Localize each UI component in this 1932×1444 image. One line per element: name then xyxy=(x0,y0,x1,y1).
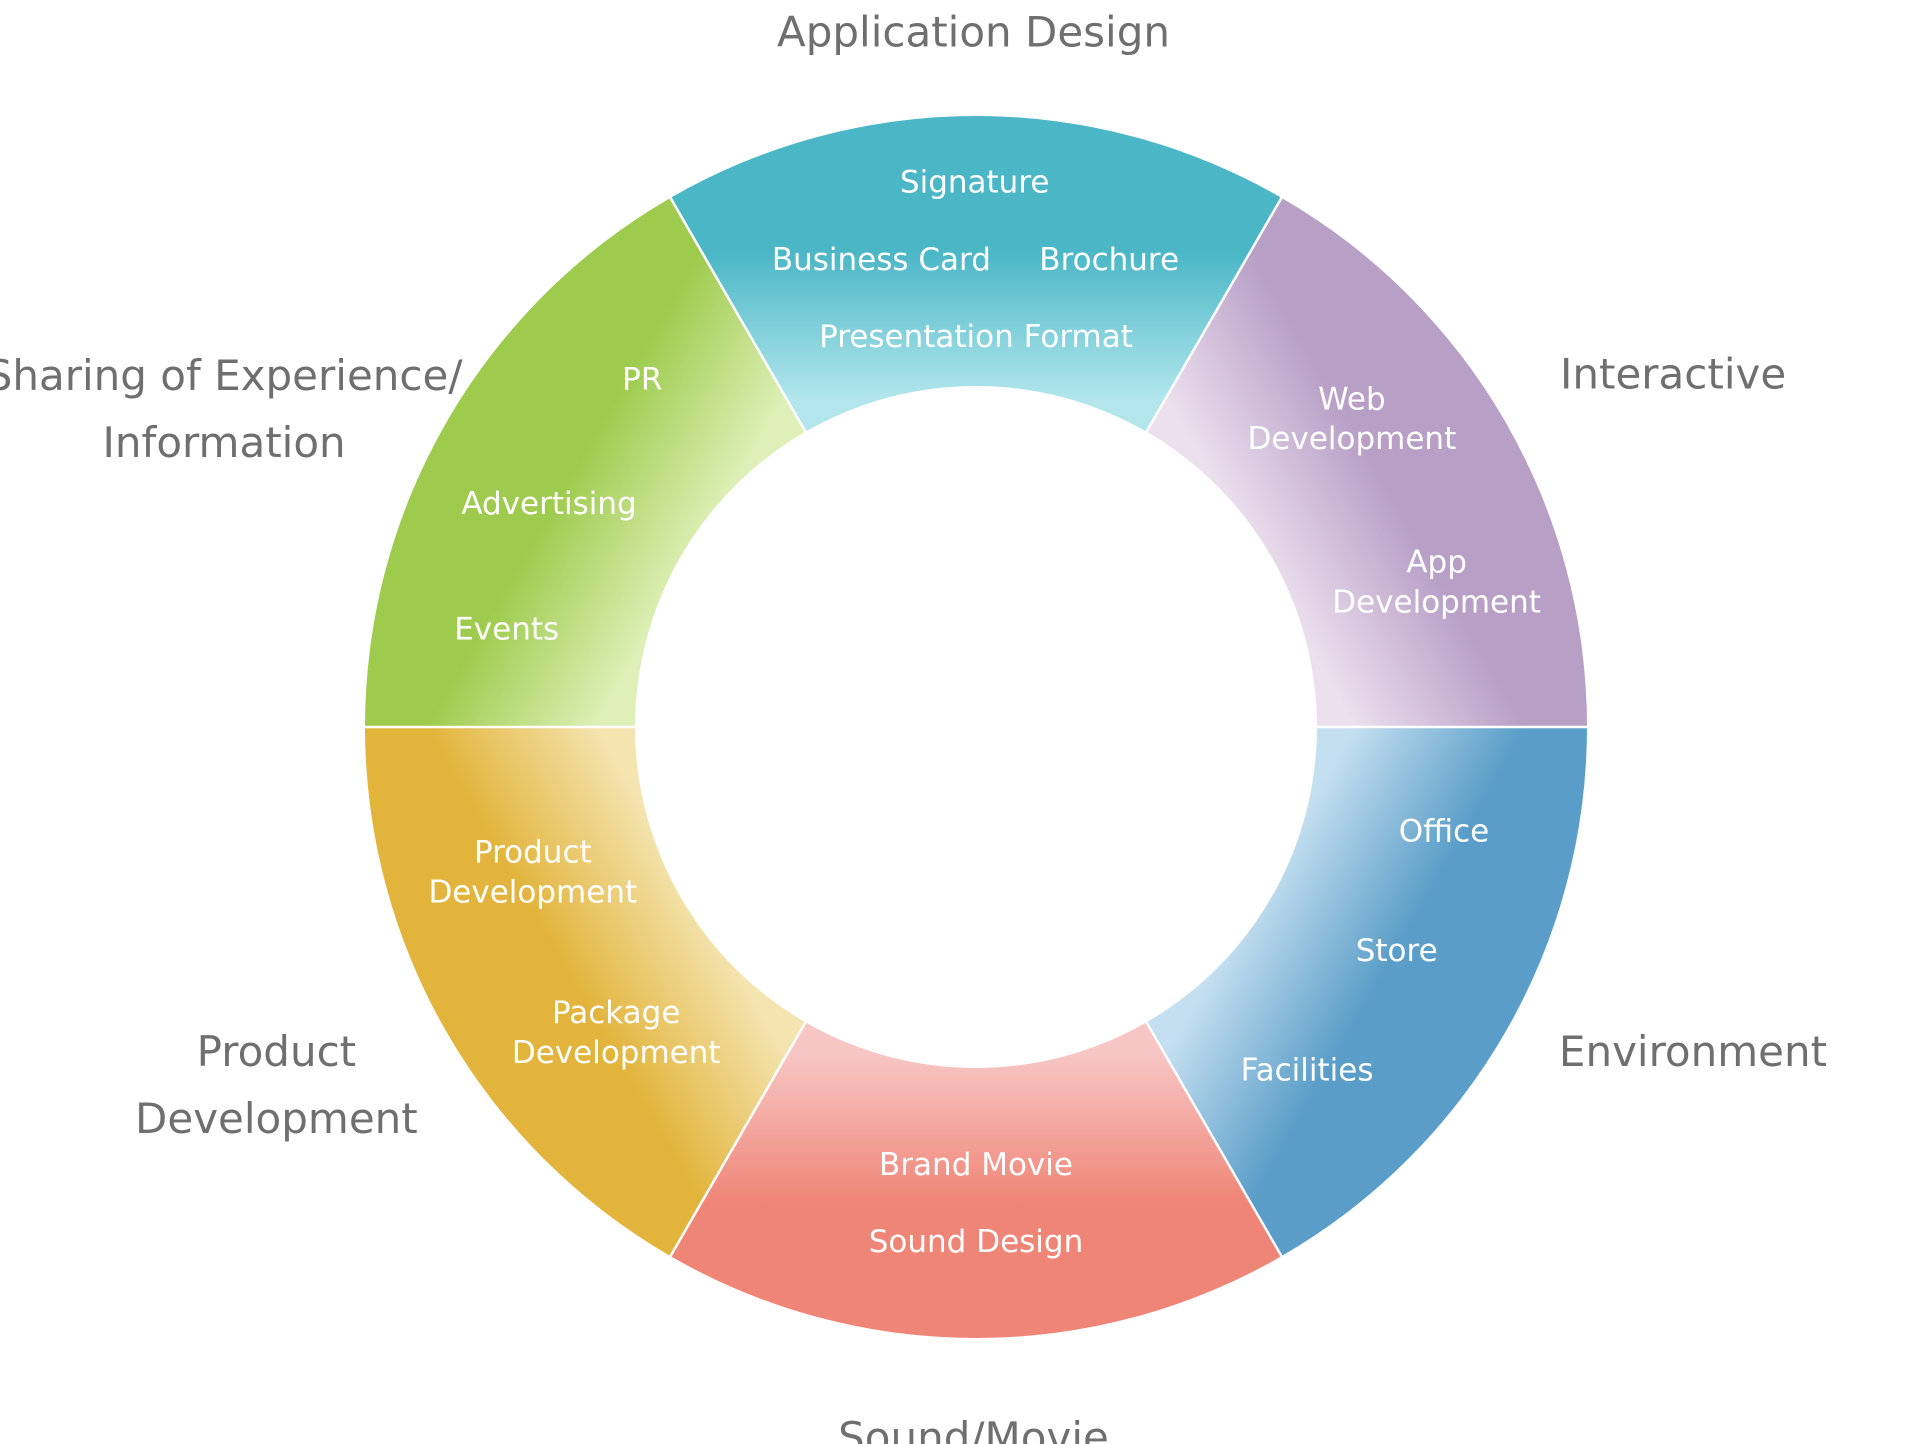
ring-segments xyxy=(365,115,1587,1339)
category-label-sound-movie-line: Sound/Movie xyxy=(838,1413,1109,1444)
item-label-application-design-line: Brochure xyxy=(1039,242,1179,278)
item-label-sound-movie: Sound Design xyxy=(869,1224,1084,1260)
segment-divider xyxy=(668,196,808,434)
item-label-environment-line: Facilities xyxy=(1241,1052,1374,1088)
item-label-environment: Facilities xyxy=(1241,1052,1374,1088)
item-label-sharing-of-experience: PR xyxy=(622,361,662,397)
item-label-interactive-line: Development xyxy=(1248,421,1457,457)
category-label-product-development-line: Development xyxy=(135,1094,418,1143)
item-label-environment-line: Office xyxy=(1399,813,1490,849)
category-label-interactive: Interactive xyxy=(1560,350,1786,399)
category-label-application-design: Application Design xyxy=(777,7,1170,56)
item-label-application-design: Business Card xyxy=(772,242,991,278)
item-label-sound-movie-line: Brand Movie xyxy=(879,1147,1073,1183)
category-label-sharing-of-experience: Sharing of Experience/Information xyxy=(0,351,463,467)
segment-divider xyxy=(1144,196,1284,434)
category-label-sound-movie: Sound/Movie xyxy=(838,1413,1109,1444)
item-label-product-development-line: Package xyxy=(552,995,681,1031)
category-label-sharing-of-experience-line: Information xyxy=(103,418,346,467)
category-label-interactive-line: Interactive xyxy=(1560,350,1786,399)
item-label-environment: Store xyxy=(1356,933,1438,969)
item-label-application-design: Presentation Format xyxy=(819,319,1133,355)
category-labels: Application DesignInteractiveEnvironment… xyxy=(0,7,1827,1444)
item-label-interactive-line: App xyxy=(1406,544,1467,580)
item-label-sharing-of-experience-line: Events xyxy=(454,612,559,648)
item-label-product-development-line: Development xyxy=(512,1035,721,1071)
segment-sharing-of-experience xyxy=(365,197,806,728)
segment-divider xyxy=(668,1020,808,1258)
category-label-product-development-line: Product xyxy=(197,1027,356,1076)
item-label-application-design: Signature xyxy=(900,165,1050,201)
segment-dividers xyxy=(364,196,1588,1258)
segment-application-design xyxy=(670,115,1282,432)
segment-divider xyxy=(1144,1020,1284,1258)
item-label-sound-movie: Brand Movie xyxy=(879,1147,1073,1183)
item-label-environment-line: Store xyxy=(1356,933,1438,969)
item-label-sharing-of-experience-line: PR xyxy=(622,361,662,397)
category-label-environment: Environment xyxy=(1559,1027,1827,1076)
item-label-sound-movie-line: Sound Design xyxy=(869,1224,1084,1260)
item-label-sharing-of-experience: Events xyxy=(454,612,559,648)
item-label-sharing-of-experience-line: Advertising xyxy=(461,486,636,522)
segment-product-development xyxy=(365,727,806,1257)
item-label-application-design-line: Signature xyxy=(900,165,1050,201)
item-label-application-design: Brochure xyxy=(1039,242,1179,278)
category-label-environment-line: Environment xyxy=(1559,1027,1827,1076)
segment-sound-movie xyxy=(670,1022,1282,1339)
item-label-application-design-line: Presentation Format xyxy=(819,319,1133,355)
category-label-application-design-line: Application Design xyxy=(777,7,1170,56)
item-label-product-development-line: Product xyxy=(474,835,592,871)
item-label-interactive-line: Development xyxy=(1332,584,1541,620)
segment-interactive xyxy=(1146,197,1587,728)
segment-environment xyxy=(1146,727,1587,1257)
item-label-product-development-line: Development xyxy=(428,874,637,910)
item-label-application-design-line: Business Card xyxy=(772,242,991,278)
item-label-interactive-line: Web xyxy=(1318,381,1386,417)
item-label-sharing-of-experience: Advertising xyxy=(461,486,636,522)
item-label-environment: Office xyxy=(1399,813,1490,849)
category-label-sharing-of-experience-line: Sharing of Experience/ xyxy=(0,351,463,400)
